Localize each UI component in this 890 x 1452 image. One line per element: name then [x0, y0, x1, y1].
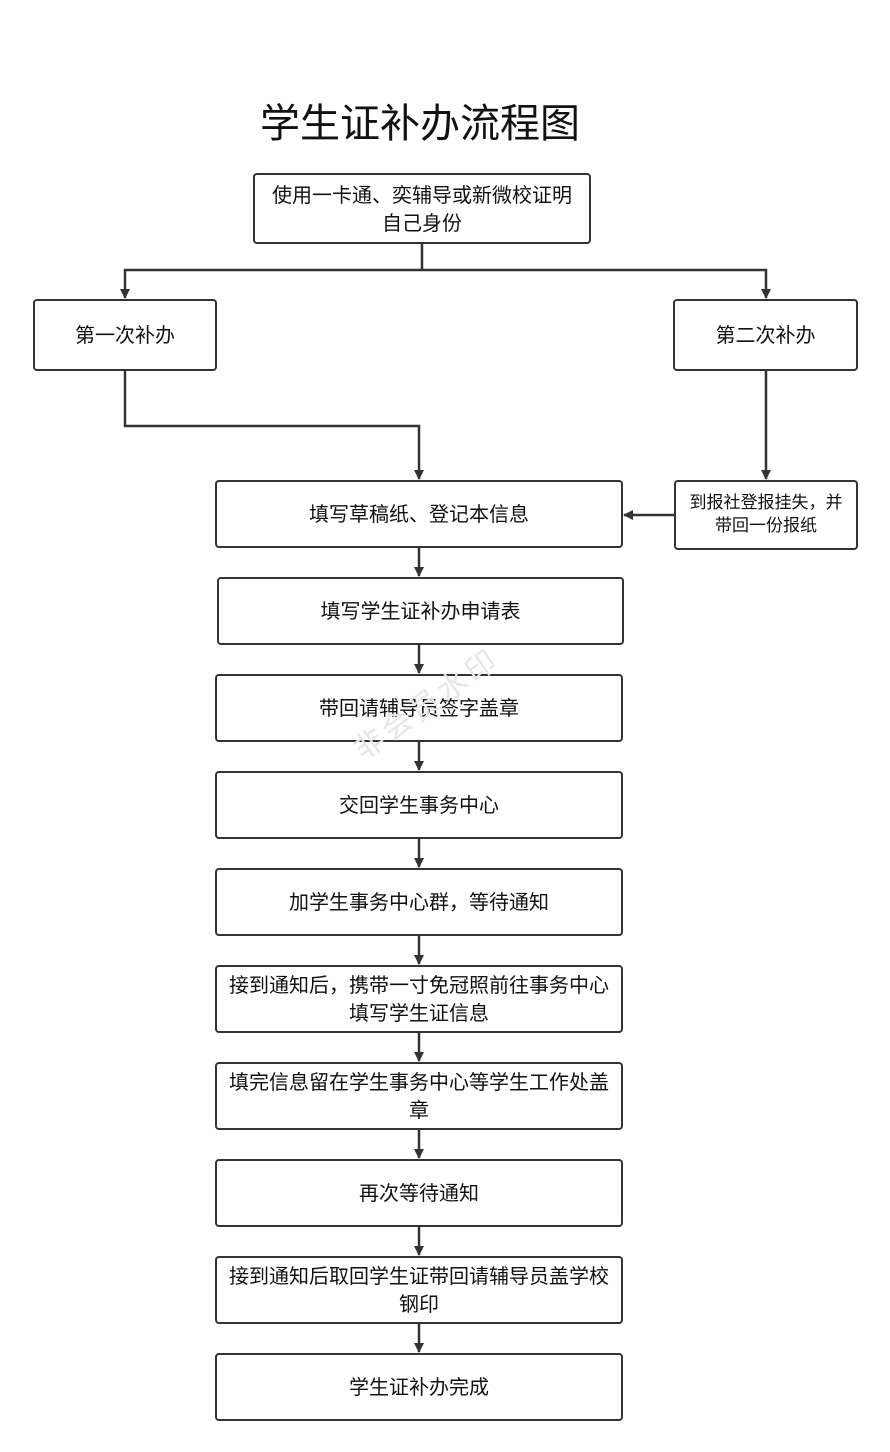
node-counselor-stamp: 带回请辅导员签字盖章 [215, 674, 623, 742]
node-second-reissue: 第二次补办 [673, 299, 858, 371]
diagram-title: 学生证补办流程图 [260, 101, 580, 147]
node-wait-again: 再次等待通知 [215, 1159, 623, 1227]
node-application-form: 填写学生证补办申请表 [217, 577, 624, 645]
node-verify-identity: 使用一卡通、奕辅导或新微校证明自己身份 [253, 173, 591, 244]
node-first-reissue: 第一次补办 [33, 299, 217, 371]
node-submit-center: 交回学生事务中心 [215, 771, 623, 839]
node-join-group: 加学生事务中心群，等待通知 [215, 868, 623, 936]
node-fill-draft: 填写草稿纸、登记本信息 [215, 480, 623, 548]
node-newspaper-notice: 到报社登报挂失，并带回一份报纸 [674, 480, 858, 550]
connector-split-second [422, 268, 771, 299]
node-bring-photo: 接到通知后，携带一寸免冠照前往事务中心填写学生证信息 [215, 965, 623, 1033]
node-office-stamp: 填完信息留在学生事务中心等学生工作处盖章 [215, 1062, 623, 1130]
connector-split-first [120, 268, 422, 299]
node-collect-card: 接到通知后取回学生证带回请辅导员盖学校钢印 [215, 1256, 623, 1324]
node-complete: 学生证补办完成 [215, 1353, 623, 1421]
connector-first-draft [123, 371, 424, 480]
